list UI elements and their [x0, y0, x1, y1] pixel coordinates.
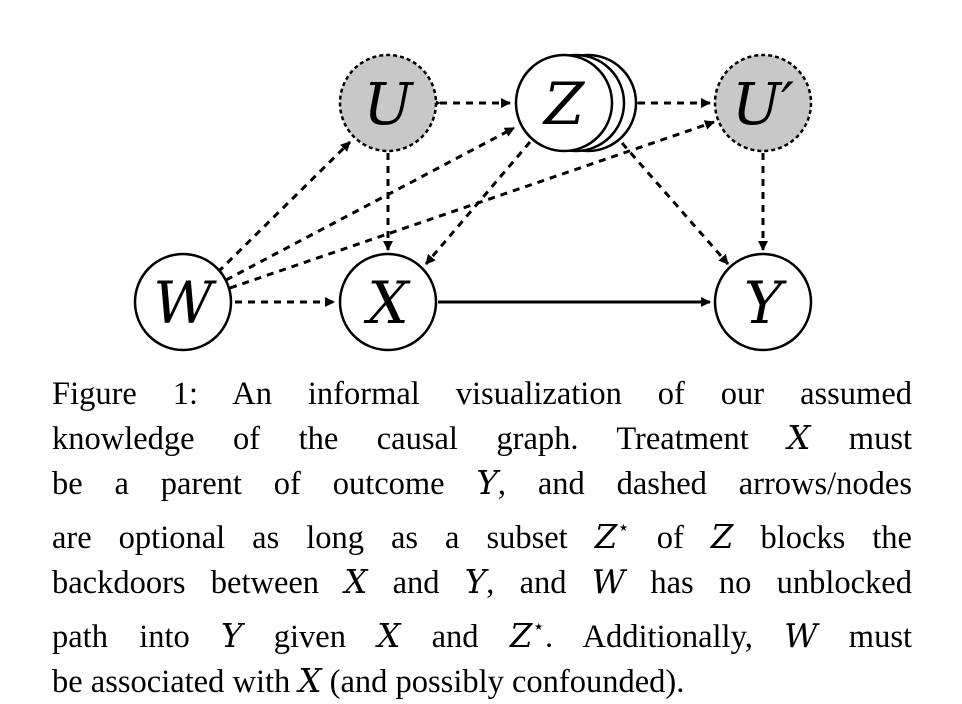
superscript-star: ⋆	[617, 517, 630, 539]
math-symbol: W	[784, 617, 818, 655]
edges	[216, 98, 768, 307]
math-symbol: Z	[710, 518, 734, 556]
caption-line: Figure 1: An informal visualization of o…	[52, 376, 912, 412]
math-symbol: X	[344, 563, 368, 601]
node-u: U	[338, 53, 438, 153]
math-symbol: X	[787, 419, 811, 457]
figure-caption: Figure 1: An informal visualization of o…	[52, 372, 912, 704]
node-u-prime: U′	[713, 53, 813, 153]
node-z-stack: Z	[514, 53, 638, 153]
node-u-label: U	[364, 70, 415, 138]
math-symbol: Y	[221, 617, 243, 655]
math-symbol: Y	[476, 464, 498, 502]
caption-line: are optional as long as a subset Z⋆ of Z…	[52, 517, 912, 556]
caption-line: be associated with X (and possibly confo…	[52, 662, 685, 700]
caption-line: be a parent of outcome Y, and dashed arr…	[52, 464, 912, 502]
node-w-label: W	[153, 269, 217, 337]
caption-line: backdoors between X and Y, and W has no …	[52, 563, 912, 601]
superscript-star: ⋆	[532, 616, 545, 638]
edge-z-y	[620, 142, 730, 265]
math-symbol: X	[377, 617, 401, 655]
math-symbol: W	[591, 563, 626, 601]
node-y: Y	[713, 252, 813, 352]
causal-graph: U Z U′ W X Y	[133, 53, 813, 352]
node-y-label: Y	[744, 269, 787, 337]
math-symbol: Z	[509, 617, 533, 655]
caption-line: path into Y given X and Z⋆. Additionally…	[52, 616, 912, 655]
math-symbol: Z	[594, 518, 618, 556]
node-z-label: Z	[542, 70, 586, 138]
node-w: W	[133, 252, 233, 352]
node-x-label: X	[363, 269, 411, 337]
node-x: X	[338, 252, 438, 352]
math-symbol: Y	[464, 563, 487, 601]
math-symbol: X	[298, 662, 322, 700]
edge-w-u	[216, 140, 352, 274]
edge-w-z	[225, 126, 515, 282]
node-u-prime-label: U′	[732, 70, 794, 138]
caption-line: knowledge of the causal graph. Treatment…	[52, 419, 912, 457]
edge-w-uprime	[229, 120, 715, 290]
